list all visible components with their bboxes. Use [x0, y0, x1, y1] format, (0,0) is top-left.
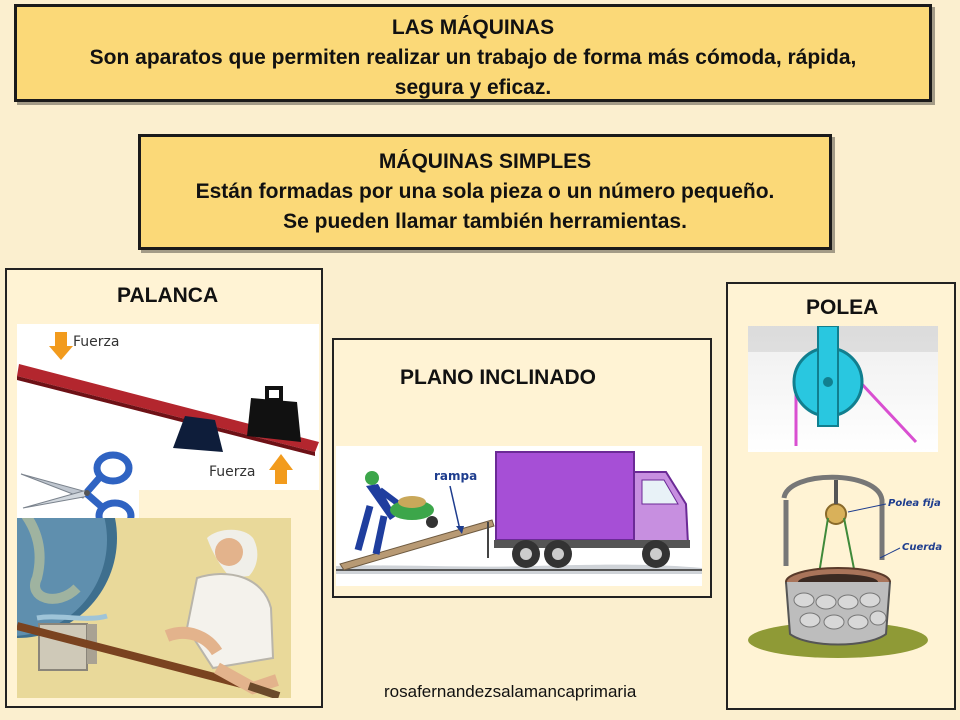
pulley-illustration	[748, 326, 938, 452]
rampa-label: rampa	[434, 469, 477, 483]
maquinas-simples-box: MÁQUINAS SIMPLES Están formadas por una …	[138, 134, 832, 250]
polea-panel: POLEA Polea fija Cuerda	[726, 282, 956, 710]
maquinas-title: LAS MÁQUINAS	[391, 16, 555, 39]
simples-line1: Están formadas por una sola pieza o un n…	[195, 180, 775, 203]
palanca-panel: PALANCA Fuerza Fuerza	[5, 268, 323, 708]
plano-inclinado-panel: PLANO INCLINADO rampa	[332, 338, 712, 598]
simples-title: MÁQUINAS SIMPLES	[378, 150, 592, 173]
cuerda-label: Cuerda	[902, 542, 942, 553]
weight-icon	[247, 386, 301, 442]
arrow-up-icon	[269, 454, 293, 484]
plano-title: PLANO INCLINADO	[400, 366, 596, 389]
worker-icon	[354, 471, 438, 555]
credit-text: rosafernandezsalamancaprimaria	[384, 682, 637, 701]
archimedes-illustration	[17, 518, 291, 698]
arrow-down-icon	[49, 332, 73, 360]
maquinas-box: LAS MÁQUINAS Son aparatos que permiten r…	[14, 4, 932, 102]
truck-icon	[494, 451, 690, 568]
polea-fija-label: Polea fija	[888, 498, 941, 509]
scissors-icon	[20, 451, 135, 533]
ramp-truck-illustration: rampa	[336, 446, 702, 586]
fuerza-bottom-label: Fuerza	[209, 464, 255, 480]
fuerza-top-label: Fuerza	[73, 334, 119, 350]
simples-line2: Se pueden llamar también herramientas.	[283, 210, 687, 233]
maquinas-line2: segura y eficaz.	[394, 76, 552, 99]
polea-title: POLEA	[806, 296, 879, 319]
maquinas-line1: Son aparatos que permiten realizar un tr…	[89, 46, 857, 69]
palanca-title: PALANCA	[117, 284, 219, 307]
well-illustration: Polea fija Cuerda	[748, 470, 944, 658]
pulley-icon	[748, 326, 938, 452]
